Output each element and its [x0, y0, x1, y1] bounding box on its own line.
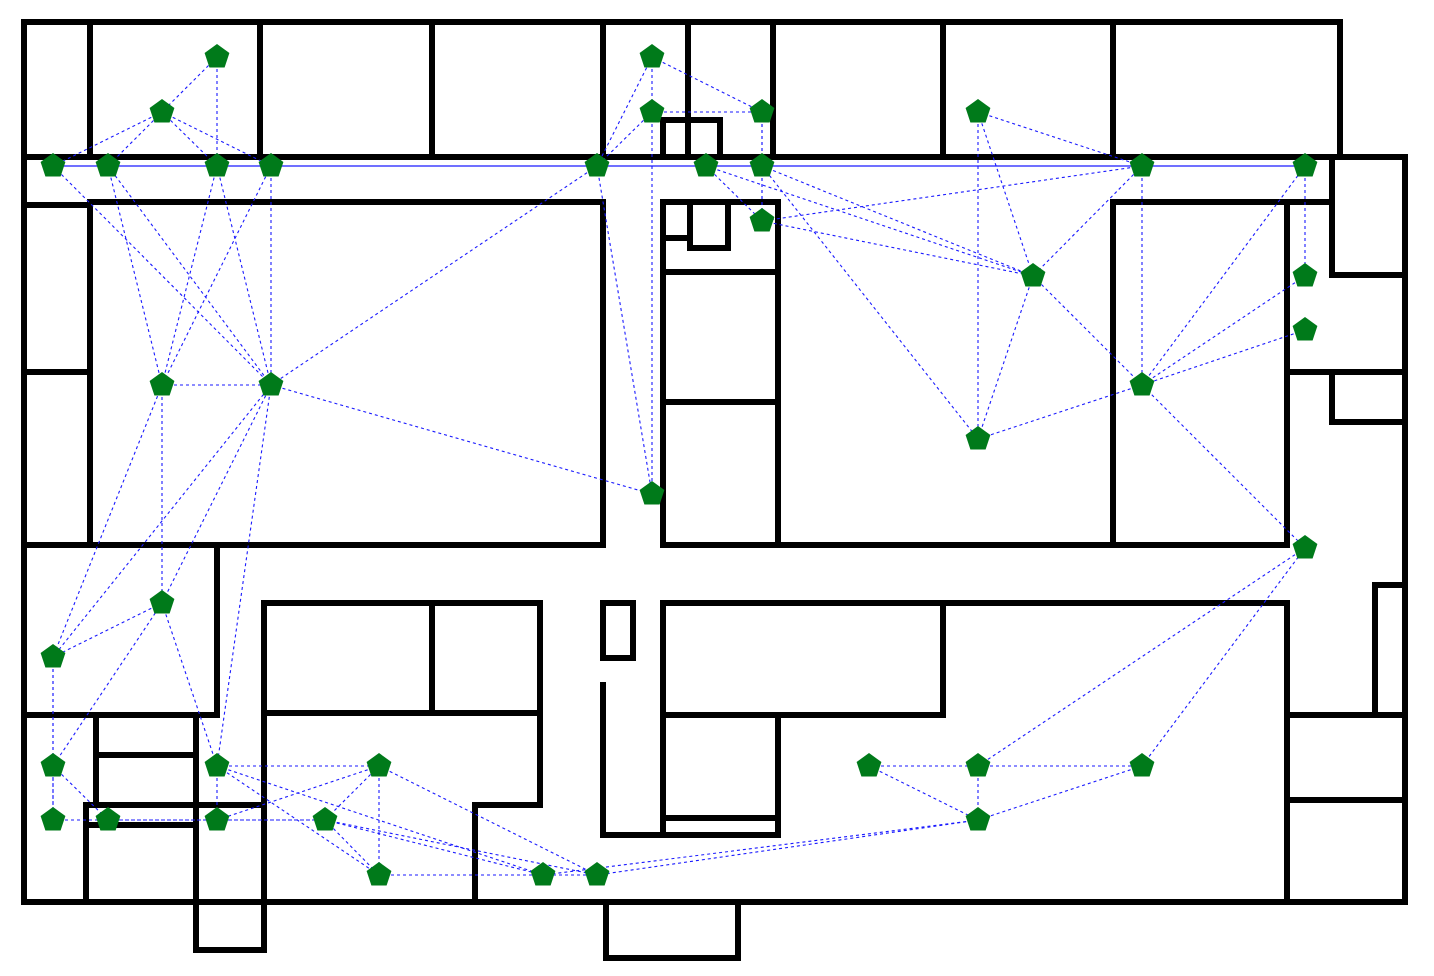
graph-node-pentagon: [965, 99, 991, 123]
graph-edge: [107, 165, 163, 386]
graph-edge: [761, 165, 1034, 277]
graph-node-pentagon: [149, 590, 175, 614]
graph-edge: [161, 602, 218, 767]
graph-node-pentagon: [40, 644, 66, 668]
graph-node-pentagon: [204, 807, 230, 831]
graph-edge: [596, 819, 979, 876]
graph-node-pentagon: [749, 208, 775, 232]
graph-edge: [977, 111, 1143, 167]
graph-node-pentagon: [149, 372, 175, 396]
graph-node-pentagon: [204, 753, 230, 777]
graph-node-pentagon: [965, 753, 991, 777]
graph-node-pentagon: [639, 99, 665, 123]
graph-node-pentagon: [40, 153, 66, 177]
graph-edge: [542, 819, 979, 876]
graph-node-pentagon: [1129, 372, 1155, 396]
graph-node-pentagon: [258, 153, 284, 177]
graph-node-pentagon: [639, 481, 665, 505]
graph-node-pentagon: [366, 862, 392, 886]
graph-edge: [868, 765, 979, 821]
graph-node-pentagon: [1129, 153, 1155, 177]
graph-node-pentagon: [856, 753, 882, 777]
graph-node-pentagon: [693, 153, 719, 177]
graph-node-pentagon: [258, 372, 284, 396]
graph-edge: [52, 384, 163, 658]
graph-edge: [324, 819, 598, 876]
graph-edge: [596, 111, 653, 167]
graph-edge: [52, 165, 272, 386]
graph-edge: [977, 547, 1306, 767]
graph-edge: [324, 819, 380, 876]
graph-edge: [161, 56, 218, 113]
graph-edge: [52, 111, 163, 167]
graph-edge: [161, 111, 218, 167]
graph-edge: [705, 165, 763, 222]
graph-node-pentagon: [584, 153, 610, 177]
graph-node-pentagon: [584, 862, 610, 886]
graph-node-pentagon: [40, 807, 66, 831]
graph-node-pentagon: [149, 99, 175, 123]
graph-edge: [161, 111, 272, 167]
graph-edge: [1032, 275, 1306, 549]
graph-edge: [378, 765, 598, 876]
graph-edge: [52, 602, 163, 658]
graph-edge: [651, 56, 763, 113]
graph-edge: [761, 165, 979, 440]
walls-layer: [21, 19, 1408, 961]
graph-edge: [977, 275, 1034, 440]
edges-layer: [52, 56, 1306, 876]
graph-node-pentagon: [1292, 153, 1318, 177]
graph-edge: [596, 56, 653, 167]
graph-edge: [977, 111, 1034, 277]
graph-edge: [977, 765, 1143, 821]
graph-node-pentagon: [1292, 263, 1318, 287]
graph-node-pentagon: [40, 753, 66, 777]
graph-edge: [324, 819, 544, 876]
graph-node-pentagon: [312, 807, 338, 831]
graph-edge: [1141, 547, 1306, 767]
graph-edge: [761, 220, 1034, 277]
graph-node-pentagon: [95, 807, 121, 831]
graph-node-pentagon: [204, 153, 230, 177]
graph-node-pentagon: [965, 807, 991, 831]
graph-edge: [596, 165, 653, 495]
graph-edge: [761, 165, 1143, 222]
graph-node-pentagon: [204, 44, 230, 68]
graph-node-pentagon: [366, 753, 392, 777]
graph-edge: [216, 765, 380, 821]
graph-node-pentagon: [1129, 753, 1155, 777]
graph-node-pentagon: [1292, 535, 1318, 559]
graph-node-pentagon: [749, 99, 775, 123]
graph-edge: [1141, 329, 1306, 386]
graph-edge: [1141, 165, 1306, 386]
graph-edge: [161, 384, 272, 604]
graph-edge: [270, 165, 598, 386]
graph-node-pentagon: [1292, 317, 1318, 341]
graph-edge: [216, 165, 272, 386]
graph-edge: [161, 165, 272, 386]
graph-edge: [161, 165, 218, 386]
graph-node-pentagon: [1020, 263, 1046, 287]
graph-node-pentagon: [639, 44, 665, 68]
graph-edge: [1032, 165, 1143, 277]
graph-node-pentagon: [749, 153, 775, 177]
graph-node-pentagon: [965, 426, 991, 450]
graph-edge: [977, 384, 1143, 440]
nodes-layer: [40, 44, 1318, 886]
graph-edge: [324, 765, 380, 821]
graph-edge: [1141, 275, 1306, 386]
graph-edge: [52, 602, 163, 767]
graph-node-pentagon: [530, 862, 556, 886]
graph-edge: [52, 384, 272, 658]
graph-node-pentagon: [95, 153, 121, 177]
graph-edge: [216, 384, 272, 767]
graph-edge: [107, 165, 272, 386]
graph-edge: [52, 765, 109, 821]
graph-edge: [107, 111, 163, 167]
graph-edge: [270, 384, 653, 495]
